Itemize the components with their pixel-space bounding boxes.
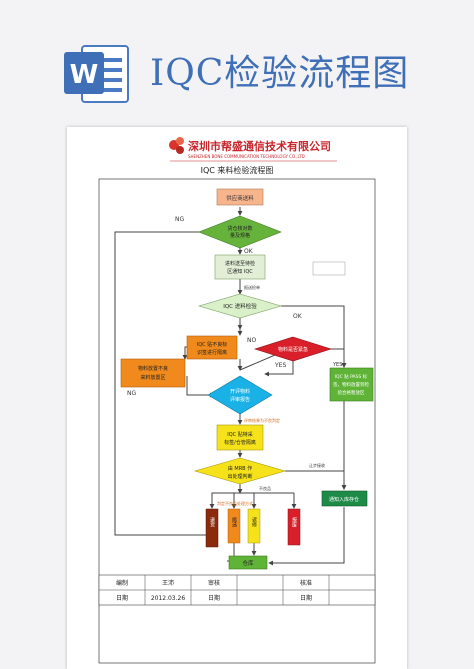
- node-urgent-check-label: 物料是否紧急: [278, 346, 308, 353]
- footer-review-label: 审核: [208, 579, 220, 587]
- footer-date-label-2: 日期: [208, 594, 220, 602]
- edge-label-notify: 报送检单: [244, 284, 260, 290]
- node-iqc-inspection: [197, 293, 283, 319]
- edge-label-reject: 不良品: [259, 485, 271, 491]
- node-return-label: 退货: [209, 516, 215, 528]
- node-defect-area-label-1: 物料放置不良: [138, 365, 168, 372]
- company-logo-icon: [169, 137, 184, 154]
- flowchart-frame: [98, 178, 376, 664]
- edge-label-judge: 判定不良品处理方式: [217, 500, 253, 506]
- node-scrap: [287, 508, 301, 546]
- node-select: [227, 508, 241, 544]
- edge-label-mrb-review: 评审结果为不良判定: [244, 417, 280, 423]
- node-iqc-defect-label-2: 识签进行隔离: [197, 349, 227, 356]
- node-special-accept: [216, 424, 264, 451]
- edge-label-ng: NG: [175, 216, 184, 223]
- node-review-report-label-2: 评审报告: [230, 396, 250, 403]
- footer-date-label-1: 日期: [116, 594, 128, 602]
- edge-label-no: NO: [247, 337, 256, 344]
- node-mrb-decision-label-2: 出处理判断: [227, 473, 252, 480]
- edge-label-ok: OK: [244, 248, 254, 255]
- node-iqc-pass-label-2: 签，物料放置到检: [333, 381, 369, 388]
- footer-prepared-label: 编制: [116, 579, 128, 587]
- node-iqc-pass-label-1: IQC 贴 PASS 标: [335, 373, 368, 380]
- word-icon: W: [64, 45, 129, 103]
- node-defect-area-label-2: 来料放置区: [140, 374, 165, 381]
- edge-label-ng-2: NG: [127, 390, 136, 397]
- document-page: 深圳市帮盛通信技术有限公司 SHENZHEN BONE COMMUNICATIO…: [67, 127, 407, 669]
- footer-date-label-3: 日期: [300, 594, 312, 602]
- banner-title: IQC检验流程图: [150, 53, 410, 94]
- edge-label-yes: YES: [332, 362, 342, 368]
- node-review-report-label-1: 开评物料: [230, 388, 250, 395]
- edge-label-yes-2: YES: [274, 362, 286, 369]
- node-iqc-defect-label: [186, 335, 238, 360]
- node-select-label: 挑选: [231, 516, 237, 528]
- blank-note-box: [312, 261, 346, 276]
- signature-table: 编制 王沛 审核 核准 日期 2012.03.26 日期 日期: [98, 574, 376, 606]
- node-warehouse-check: [198, 215, 282, 249]
- node-scrap-label: 报废: [291, 516, 297, 528]
- node-mrb-decision: [193, 457, 287, 485]
- node-pending-inspection: [214, 254, 266, 280]
- flowchart-canvas: 深圳市帮盛通信技术有限公司 SHENZHEN BONE COMMUNICATIO…: [98, 137, 376, 664]
- node-notify-stock-label: 通知入库存仓: [329, 496, 359, 503]
- document-title: IQC 来料检验流程图: [201, 165, 274, 175]
- edge-label-accept: 让步接收: [309, 462, 325, 468]
- banner: W IQC检验流程图: [0, 0, 474, 118]
- node-special-accept-label-2: 标签/仓管隔离: [224, 439, 256, 446]
- node-mrb-decision-label-1: 由 MRB 作: [228, 465, 252, 472]
- edge-label-ok-2: OK: [293, 313, 303, 320]
- node-iqc-pass-label-3: 验合格暂放区: [338, 389, 365, 396]
- node-warehouse-check-label-1: 货仓核对数: [227, 225, 252, 232]
- node-special-accept-label-1: IQC 贴特采: [227, 431, 253, 438]
- node-supplier-delivery-label: 供应商送料: [226, 194, 254, 202]
- node-pending-inspection-label-1: 进料送至待检: [225, 260, 255, 267]
- node-warehouse: [228, 555, 268, 570]
- node-supplier-delivery: [216, 188, 264, 206]
- node-iqc-defect-label-1: IQC 贴不良标: [197, 341, 228, 348]
- svg-text:W: W: [70, 60, 99, 90]
- node-defect-area: [120, 358, 186, 388]
- node-pending-inspection-label-2: 区通知 IQC: [227, 268, 253, 275]
- node-rework-label: 返修: [251, 516, 257, 528]
- node-warehouse-check-label-2: 量及规格: [230, 232, 250, 239]
- footer-approve-label: 核准: [300, 579, 312, 587]
- node-return: [205, 508, 219, 548]
- node-iqc-pass: [329, 367, 374, 402]
- node-review-report: [207, 375, 273, 415]
- footer-date-value-1: 2012.03.26: [151, 595, 186, 602]
- footer-prepared-name: 王沛: [162, 579, 174, 587]
- node-urgent-check: [254, 336, 332, 362]
- node-warehouse-label: 仓库: [242, 559, 254, 567]
- company-name: 深圳市帮盛通信技术有限公司: [188, 139, 331, 153]
- node-iqc-inspection-label: IQC 进料检验: [223, 302, 257, 310]
- company-name-en: SHENZHEN BONE COMMUNICATION TECHNOLOGY C…: [188, 154, 306, 159]
- node-notify-stock: [321, 490, 368, 507]
- node-rework: [247, 508, 261, 544]
